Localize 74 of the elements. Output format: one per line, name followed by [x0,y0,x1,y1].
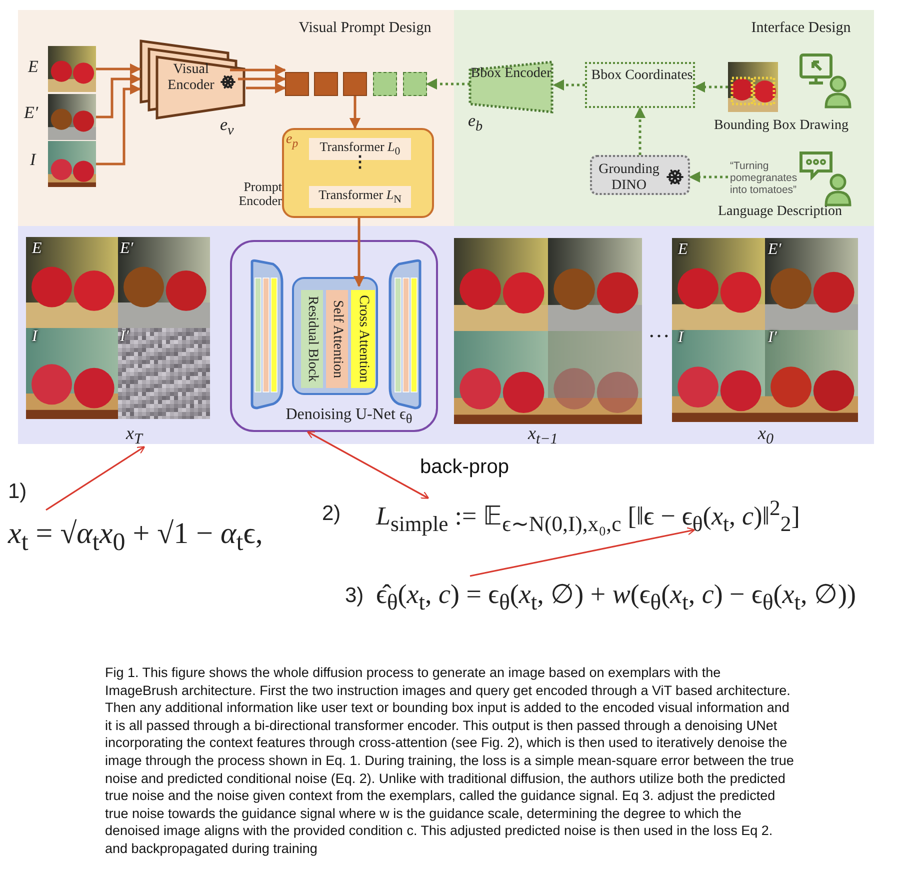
image-label: x$_{T}$ [126,424,142,448]
arrow [688,171,728,183]
arrow [634,106,646,155]
token-square [314,72,338,96]
equation-text: ϵ̂$_{θ}$(x$_{t}$, c) = ϵ$_{θ}$(x$_{t}$, ∅) + w(ϵ$_{θ}$(x$_{t}$, c) − ϵ$_{θ}$(x$_{t}$, ∅)) [376,578,856,616]
image-label: E [678,241,689,260]
process-box [585,62,695,108]
panel [18,226,874,444]
layer-box [351,290,375,388]
panel [454,10,874,226]
ellipsis-label: … [648,318,670,342]
layer-box [301,290,323,388]
image-label: E [28,58,38,77]
image-label: I′ [120,328,130,346]
arrow [246,82,286,94]
arrow [230,64,286,76]
arrow [46,446,146,511]
layer-box [326,290,348,388]
edge-label: back-prop [418,456,511,479]
token-square [285,72,309,96]
image-label: I [678,329,685,348]
panel-title: Interface Design [750,20,852,38]
node-label: Self Attention [329,300,346,378]
caption-label: Bounding Box Drawing [714,118,849,134]
arrow [238,73,286,85]
arrow [426,78,470,90]
symbol-label: e$_{p}$ [286,132,300,150]
token-square [373,72,397,96]
equation-number: 1) [8,480,27,504]
node-label: Denoising U-Net ϵ$_{θ}$ [284,406,414,426]
image-label: x$_{t−1}$ [528,424,558,448]
equation-number: 3) [345,584,364,608]
equation-number: 2) [322,502,341,526]
symbol-label: ⋮ [352,154,368,172]
panel [18,10,454,226]
image-label: E′ [768,241,782,260]
arrow [552,79,585,91]
node-label: Cross Attention [355,295,372,383]
equation-text: x$_{t}$ = √α$_{t}$x$_{0}$ + √1 − α$_{t}$ϵ, [8,516,263,558]
node-label: Bbox Coordinates [590,68,694,84]
image-label: E′ [120,240,134,258]
node-label: Transformer L$_{N}$ [318,188,402,206]
panel-title: Visual Prompt Design [298,20,432,38]
symbol-label: e$_{v}$ [220,116,234,139]
image-label: E′ [24,104,38,123]
arrow [694,81,728,93]
node-label: Visual Encoder [166,62,216,94]
caption-label: Language Description [718,204,842,220]
layer-box [309,186,411,208]
caption: Fig 1. This figure shows the whole diffusion process to generate an image based on exemplars with the ImageBrush architecture. First the two instruction images and query get encoded through a ViT based architecture. Then any additional information like user text or bounding box input is added to the encoded visual information and it is all passed through a bi-directional transformer encoder. This output is then passed through a denoising UNet incorporating the context features through cross-attention (see Fig. 2), which is then used to iteratively denoise the image through the process shown in Eq. 1. During training, the loss is a simple mean-square error between the true noise and predicted conditional noise (Eq. 2). Unlike with traditional diffusion, the authors utilize both the predicted true noise and the noise given context from the exemplars, called the guidance signal. Eq 3. adjust the predicted true noise towards the guidance signal where w is the guidance scale, determining the degree to which the denoised image aligns with the provided condition c. This adjusted predicted noise is then used in the loss Eq 2. and backpropagated during training [105,664,795,858]
symbol-label: e$_{b}$ [468,112,483,135]
quote-text: “Turning pomegranates into tomatoes” [730,160,798,196]
arrow [96,63,142,75]
arrow [349,96,361,130]
arrow [470,527,696,577]
model-box [590,155,690,195]
image-label: I′ [768,329,778,348]
block-group [292,277,378,395]
image-label: E [32,240,43,258]
image-label: I [32,328,39,346]
image-label: I [30,151,36,170]
token-square [343,72,367,96]
arrow [96,73,142,118]
image-label: x$_{0}$ [758,424,774,448]
arrow [96,83,142,166]
node-label: Grounding DINO [598,162,660,194]
node-label: Bbox Encoder [470,66,552,82]
caption-label: Prompt Encoder [238,180,282,209]
node-label: Residual Block [304,296,320,382]
arrow [306,431,430,499]
arrow [353,218,365,288]
network-box [230,240,438,432]
equation-text: L$_{simple}$ := 𝔼$_{ϵ∼N(0,I),x₀,c}$ [‖ϵ − ϵ$_{θ}$(x$_{t}$, c)‖$^{2}$$_{2}$] [376,496,800,536]
token-square [403,72,427,96]
